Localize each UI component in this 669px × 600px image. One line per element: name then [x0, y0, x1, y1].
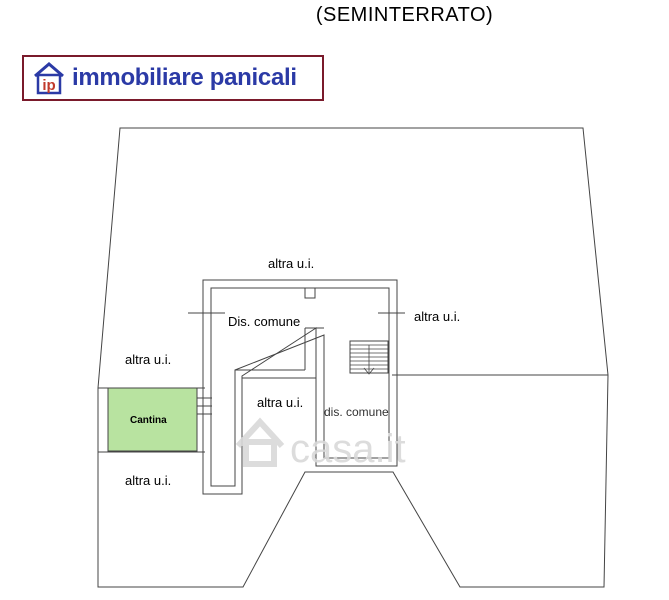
label-left-lower: altra u.i. [125, 473, 171, 488]
building-wall-inner [210, 287, 390, 487]
label-top-center: altra u.i. [268, 256, 314, 271]
agency-logo: ip immobiliare panicali [22, 55, 324, 101]
logo-text: immobiliare panicali [72, 64, 297, 91]
label-inner: altra u.i. [257, 395, 303, 410]
label-cantina: Cantina [130, 415, 167, 426]
label-right: altra u.i. [414, 309, 460, 324]
plan-heading: (SEMINTERRATO) [315, 4, 494, 26]
logo-mark-text: ip [42, 77, 55, 94]
house-ip-icon: ip [34, 62, 64, 95]
cantina-door [197, 397, 212, 415]
label-corridor-lower: dis. comune [324, 405, 389, 419]
wall-notch [304, 287, 316, 299]
cantina-room [107, 387, 198, 452]
label-corridor: Dis. comune [228, 314, 300, 329]
watermark-text: casa.it [290, 427, 406, 471]
plot-boundary [97, 127, 609, 588]
house-icon [235, 417, 285, 467]
staircase [349, 340, 389, 375]
casa-watermark: casa.it [235, 417, 406, 471]
label-left-upper: altra u.i. [125, 352, 171, 367]
